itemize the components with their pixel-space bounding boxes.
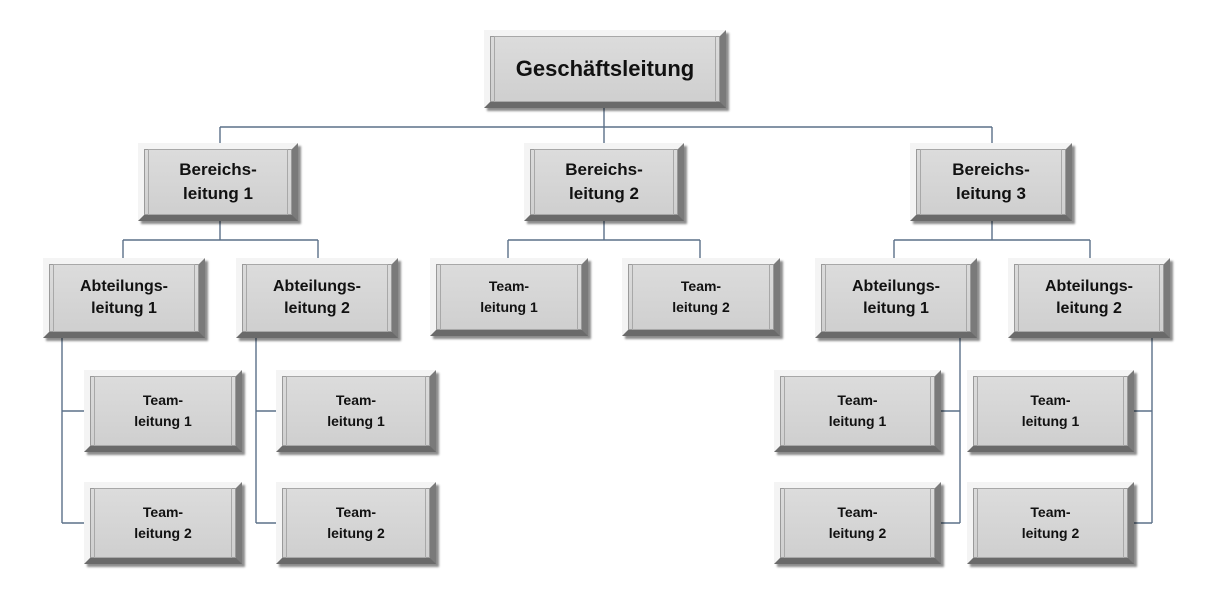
node-label-line1: Abteilungs- — [80, 278, 168, 295]
node-label-line2: leitung 1 — [1021, 413, 1080, 429]
node-label-line2: leitung 2 — [569, 184, 639, 203]
node-b1-abteilungsleitung-2[interactable]: Abteilungs- leitung 2 — [236, 258, 398, 338]
node-b1a1-teamleitung-1[interactable]: Team- leitung 1 — [84, 370, 242, 452]
node-b3a2-teamleitung-1[interactable]: Team- leitung 1 — [967, 370, 1134, 452]
node-label-line1: Team- — [488, 278, 530, 294]
node-b1a2-teamleitung-1[interactable]: Team- leitung 1 — [276, 370, 436, 452]
node-label-line1: Team- — [335, 392, 377, 408]
node-label-line2: leitung 3 — [956, 184, 1026, 203]
connector-bereich-1 — [122, 221, 319, 258]
node-label-line2: leitung 2 — [327, 525, 385, 541]
node-label-line2: leitung 2 — [134, 525, 192, 541]
node-bereichsleitung-2[interactable]: Bereichs- leitung 2 — [524, 143, 684, 221]
node-b2-teamleitung-2[interactable]: Team- leitung 2 — [622, 258, 780, 336]
node-b3-abteilungsleitung-1[interactable]: Abteilungs- leitung 1 — [815, 258, 977, 338]
node-label-line2: leitung 2 — [284, 300, 350, 317]
node-label-line1: Team- — [1030, 392, 1071, 408]
node-b3a1-teamleitung-2[interactable]: Team- leitung 2 — [774, 482, 941, 564]
node-label-line2: leitung 2 — [1021, 525, 1080, 541]
connector-b3-abt2-teams — [1134, 338, 1153, 524]
node-label-line2: leitung 1 — [134, 413, 192, 429]
node-label-line2: leitung 1 — [91, 300, 157, 317]
node-label-line2: leitung 1 — [863, 300, 929, 317]
node-label-line1: Abteilungs- — [1045, 278, 1133, 295]
node-label-line2: leitung 2 — [1056, 300, 1122, 317]
node-bereichsleitung-3[interactable]: Bereichs- leitung 3 — [910, 143, 1072, 221]
node-b1a2-teamleitung-2[interactable]: Team- leitung 2 — [276, 482, 436, 564]
node-b2-teamleitung-1[interactable]: Team- leitung 1 — [430, 258, 588, 336]
node-b3a2-teamleitung-2[interactable]: Team- leitung 2 — [967, 482, 1134, 564]
node-label-line2: leitung 1 — [828, 413, 887, 429]
node-label-line1: Team- — [837, 504, 878, 520]
node-label-line2: leitung 1 — [327, 413, 385, 429]
node-label-line1: Bereichs- — [179, 160, 257, 179]
node-label-line1: Team- — [335, 504, 377, 520]
connector-bereich-3 — [893, 221, 1091, 258]
node-label: Geschäftsleitung — [515, 56, 695, 81]
node-label-line2: leitung 1 — [480, 299, 538, 315]
connector-bereich-2 — [507, 221, 701, 258]
node-bereichsleitung-1[interactable]: Bereichs- leitung 1 — [138, 143, 298, 221]
node-label-line1: Team- — [142, 392, 184, 408]
node-label-line1: Abteilungs- — [852, 278, 940, 295]
node-label-line1: Team- — [142, 504, 184, 520]
node-label-line2: leitung 1 — [183, 184, 253, 203]
connector-b3-abt1-teams — [941, 338, 961, 524]
node-b1-abteilungsleitung-1[interactable]: Abteilungs- leitung 1 — [43, 258, 205, 338]
connector-b1-abt1-teams — [61, 338, 84, 524]
node-label-line2: leitung 2 — [828, 525, 887, 541]
node-label-line1: Team- — [837, 392, 878, 408]
connector-root — [219, 108, 993, 143]
node-geschaeftsleitung[interactable]: Geschäftsleitung — [484, 30, 726, 108]
node-label-line1: Team- — [680, 278, 722, 294]
node-b3a1-teamleitung-1[interactable]: Team- leitung 1 — [774, 370, 941, 452]
node-label-line2: leitung 2 — [672, 299, 730, 315]
node-label-line1: Team- — [1030, 504, 1071, 520]
node-b3-abteilungsleitung-2[interactable]: Abteilungs- leitung 2 — [1008, 258, 1170, 338]
node-label-line1: Bereichs- — [565, 160, 643, 179]
node-label-line1: Bereichs- — [952, 160, 1030, 179]
node-label-line1: Abteilungs- — [273, 278, 361, 295]
node-b1a1-teamleitung-2[interactable]: Team- leitung 2 — [84, 482, 242, 564]
connector-b1-abt2-teams — [255, 338, 276, 524]
